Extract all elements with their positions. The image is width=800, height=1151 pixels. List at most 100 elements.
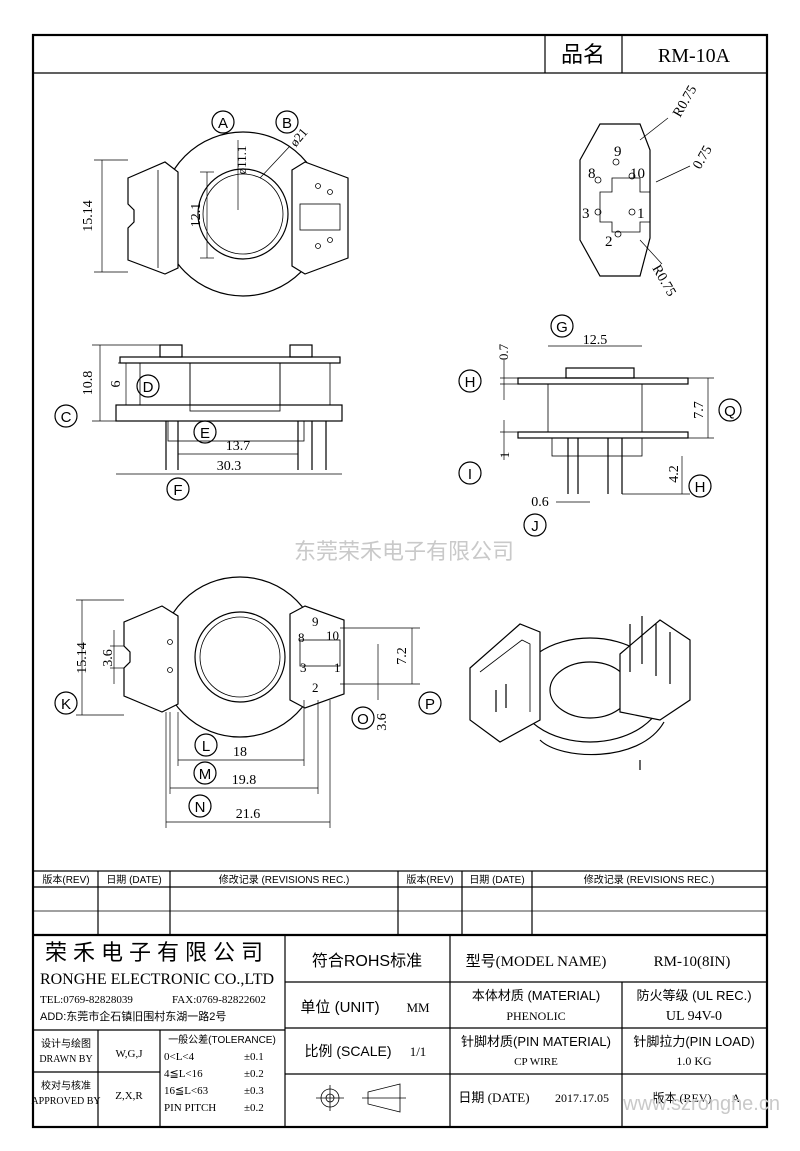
revision-table: 版本(REV) 日期 (DATE) 修改记录 (REVISIONS REC.) … — [32, 870, 768, 936]
view1-top: 15.14 12.1 ø11.1 ø21 A B — [81, 110, 349, 297]
unit-label: 单位 (UNIT) — [300, 999, 379, 1016]
tol-val-3: ±0.2 — [244, 1102, 264, 1114]
rev-h1: 版本(REV) — [42, 873, 89, 886]
v4-dim-o: 3.6 — [375, 713, 390, 731]
title-block: 荣禾电子有限公司 RONGHE ELECTRONIC CO.,LTD TEL:0… — [31, 933, 767, 1127]
label-e: E — [200, 425, 210, 442]
label-h-top: H — [465, 374, 476, 391]
view3-front: 12.5 0.7 7.7 1 0.6 4.2 G H Q I J H — [458, 314, 742, 537]
view2-side: 10.8 6 13.7 30.3 C D E F — [54, 344, 343, 501]
v3-dim-pin: 0.6 — [531, 495, 549, 510]
pin-mat-value: CP WIRE — [514, 1056, 558, 1068]
pin-3: 3 — [582, 206, 590, 222]
company-cn: 荣禾电子有限公司 — [45, 940, 269, 965]
v4-pin-2: 2 — [312, 680, 319, 695]
v4-dim-n: 21.6 — [236, 807, 261, 822]
tolerance-title: 一般公差(TOLERANCE) — [168, 1033, 276, 1046]
label-h-bottom: H — [695, 479, 706, 496]
pin-2: 2 — [605, 234, 613, 250]
v1-dim-h1: 15.14 — [81, 200, 96, 232]
tol-range-2: 16≦L<63 — [164, 1085, 209, 1097]
v2-dim-h-total: 10.8 — [81, 371, 96, 396]
tol-range-0: 0<L<4 — [164, 1051, 195, 1063]
pin-dim-r2: R0.75 — [649, 263, 679, 300]
label-a: A — [218, 115, 228, 132]
v4-dim-m: 19.8 — [232, 773, 257, 788]
model-label: 型号(MODEL NAME) — [466, 953, 607, 970]
label-i: I — [468, 466, 472, 483]
rev-h2: 日期 (DATE) — [106, 874, 161, 886]
v4-pin-3: 3 — [300, 660, 307, 675]
rev-h3: 修改记录 (REVISIONS REC.) — [219, 873, 350, 886]
date-label: 日期 (DATE) — [458, 1090, 529, 1105]
material-label: 本体材质 (MATERIAL) — [472, 988, 600, 1003]
v4-pin-9: 9 — [312, 614, 319, 629]
scale-value: 1/1 — [410, 1044, 427, 1059]
v2-dim-w-total: 30.3 — [217, 459, 242, 474]
approve-value: Z,X,R — [115, 1090, 143, 1102]
rev-h6: 修改记录 (REVISIONS REC.) — [584, 873, 715, 886]
tol-range-3: PIN PITCH — [164, 1102, 216, 1114]
company-tel: TEL:0769-82828039 — [40, 994, 133, 1006]
tol-range-1: 4≦L<16 — [164, 1068, 203, 1080]
approve-label-cn: 校对与核准 — [41, 1079, 91, 1092]
pin-10: 10 — [630, 166, 645, 182]
pin-view: 9 8 10 3 1 2 R0.75 0.75 R0.75 — [579, 83, 716, 300]
pin-dim-r1: R0.75 — [670, 83, 700, 120]
pin-9: 9 — [614, 144, 622, 160]
tol-val-0: ±0.1 — [244, 1051, 264, 1063]
label-n: N — [195, 799, 206, 816]
label-d: D — [143, 379, 154, 396]
pin-dim-s: 0.75 — [690, 143, 715, 172]
company-fax: FAX:0769-82822602 — [172, 994, 266, 1006]
design-label-en: DRAWN BY — [39, 1054, 92, 1065]
v4-pin-8: 8 — [298, 630, 305, 645]
label-b: B — [282, 115, 292, 132]
v3-dim-w: 12.5 — [583, 333, 608, 348]
label-c: C — [61, 409, 72, 426]
ul-value: UL 94V-0 — [666, 1009, 722, 1024]
website-watermark: www.szronghe.cn — [622, 1093, 780, 1115]
v3-dim-t2: 1 — [497, 452, 512, 459]
scale-label: 比例 (SCALE) — [304, 1043, 391, 1059]
v3-dim-pin-len: 4.2 — [667, 465, 682, 483]
pin-load-label: 针脚拉力(PIN LOAD) — [633, 1034, 754, 1049]
label-p: P — [425, 696, 435, 713]
material-value: PHENOLIC — [506, 1009, 565, 1023]
v4-dim-p: 7.2 — [395, 647, 410, 665]
label-m: M — [199, 766, 212, 783]
v1-dim-inner: ø11.1 — [234, 146, 249, 175]
v4-dim-h1: 15.14 — [75, 642, 90, 674]
ul-label: 防火等级 (UL REC.) — [636, 988, 751, 1003]
sheet-border — [31, 33, 769, 1129]
rev-value: A — [732, 1091, 741, 1105]
pin-mat-label: 针脚材质(PIN MATERIAL) — [461, 1034, 611, 1049]
label-o: O — [357, 711, 369, 728]
label-l: L — [202, 738, 210, 755]
rev-h5: 日期 (DATE) — [469, 874, 524, 886]
label-g: G — [556, 319, 568, 336]
company-en: RONGHE ELECTRONIC CO.,LTD — [40, 971, 274, 988]
tol-val-2: ±0.3 — [244, 1085, 264, 1097]
pin-8: 8 — [588, 166, 596, 182]
label-j: J — [531, 518, 539, 535]
v4-dim-l: 18 — [233, 745, 247, 760]
v1-dim-h2: 12.1 — [189, 203, 204, 228]
pin-1: 1 — [637, 206, 645, 222]
label-q: Q — [724, 403, 736, 420]
projection-symbol — [316, 1083, 406, 1113]
v3-dim-t1: 0.7 — [496, 343, 511, 360]
v4-pin-10: 10 — [326, 628, 339, 643]
label-k: K — [61, 696, 71, 713]
view4-bottom: 9 8 10 3 1 2 15.14 3.6 7.2 3.6 18 19.8 2… — [54, 576, 442, 828]
date-value: 2017.17.05 — [555, 1091, 609, 1105]
v2-dim-h-inner: 6 — [109, 381, 124, 388]
model-value: RM-10(8IN) — [654, 954, 731, 970]
label-f: F — [173, 482, 182, 499]
design-label-cn: 设计与绘图 — [41, 1037, 91, 1050]
approve-label-en: APPROVED BY — [31, 1096, 100, 1107]
design-value: W,G,J — [115, 1048, 143, 1060]
pin-load-value: 1.0 KG — [676, 1054, 712, 1068]
v2-dim-w-inner: 13.7 — [226, 439, 251, 454]
